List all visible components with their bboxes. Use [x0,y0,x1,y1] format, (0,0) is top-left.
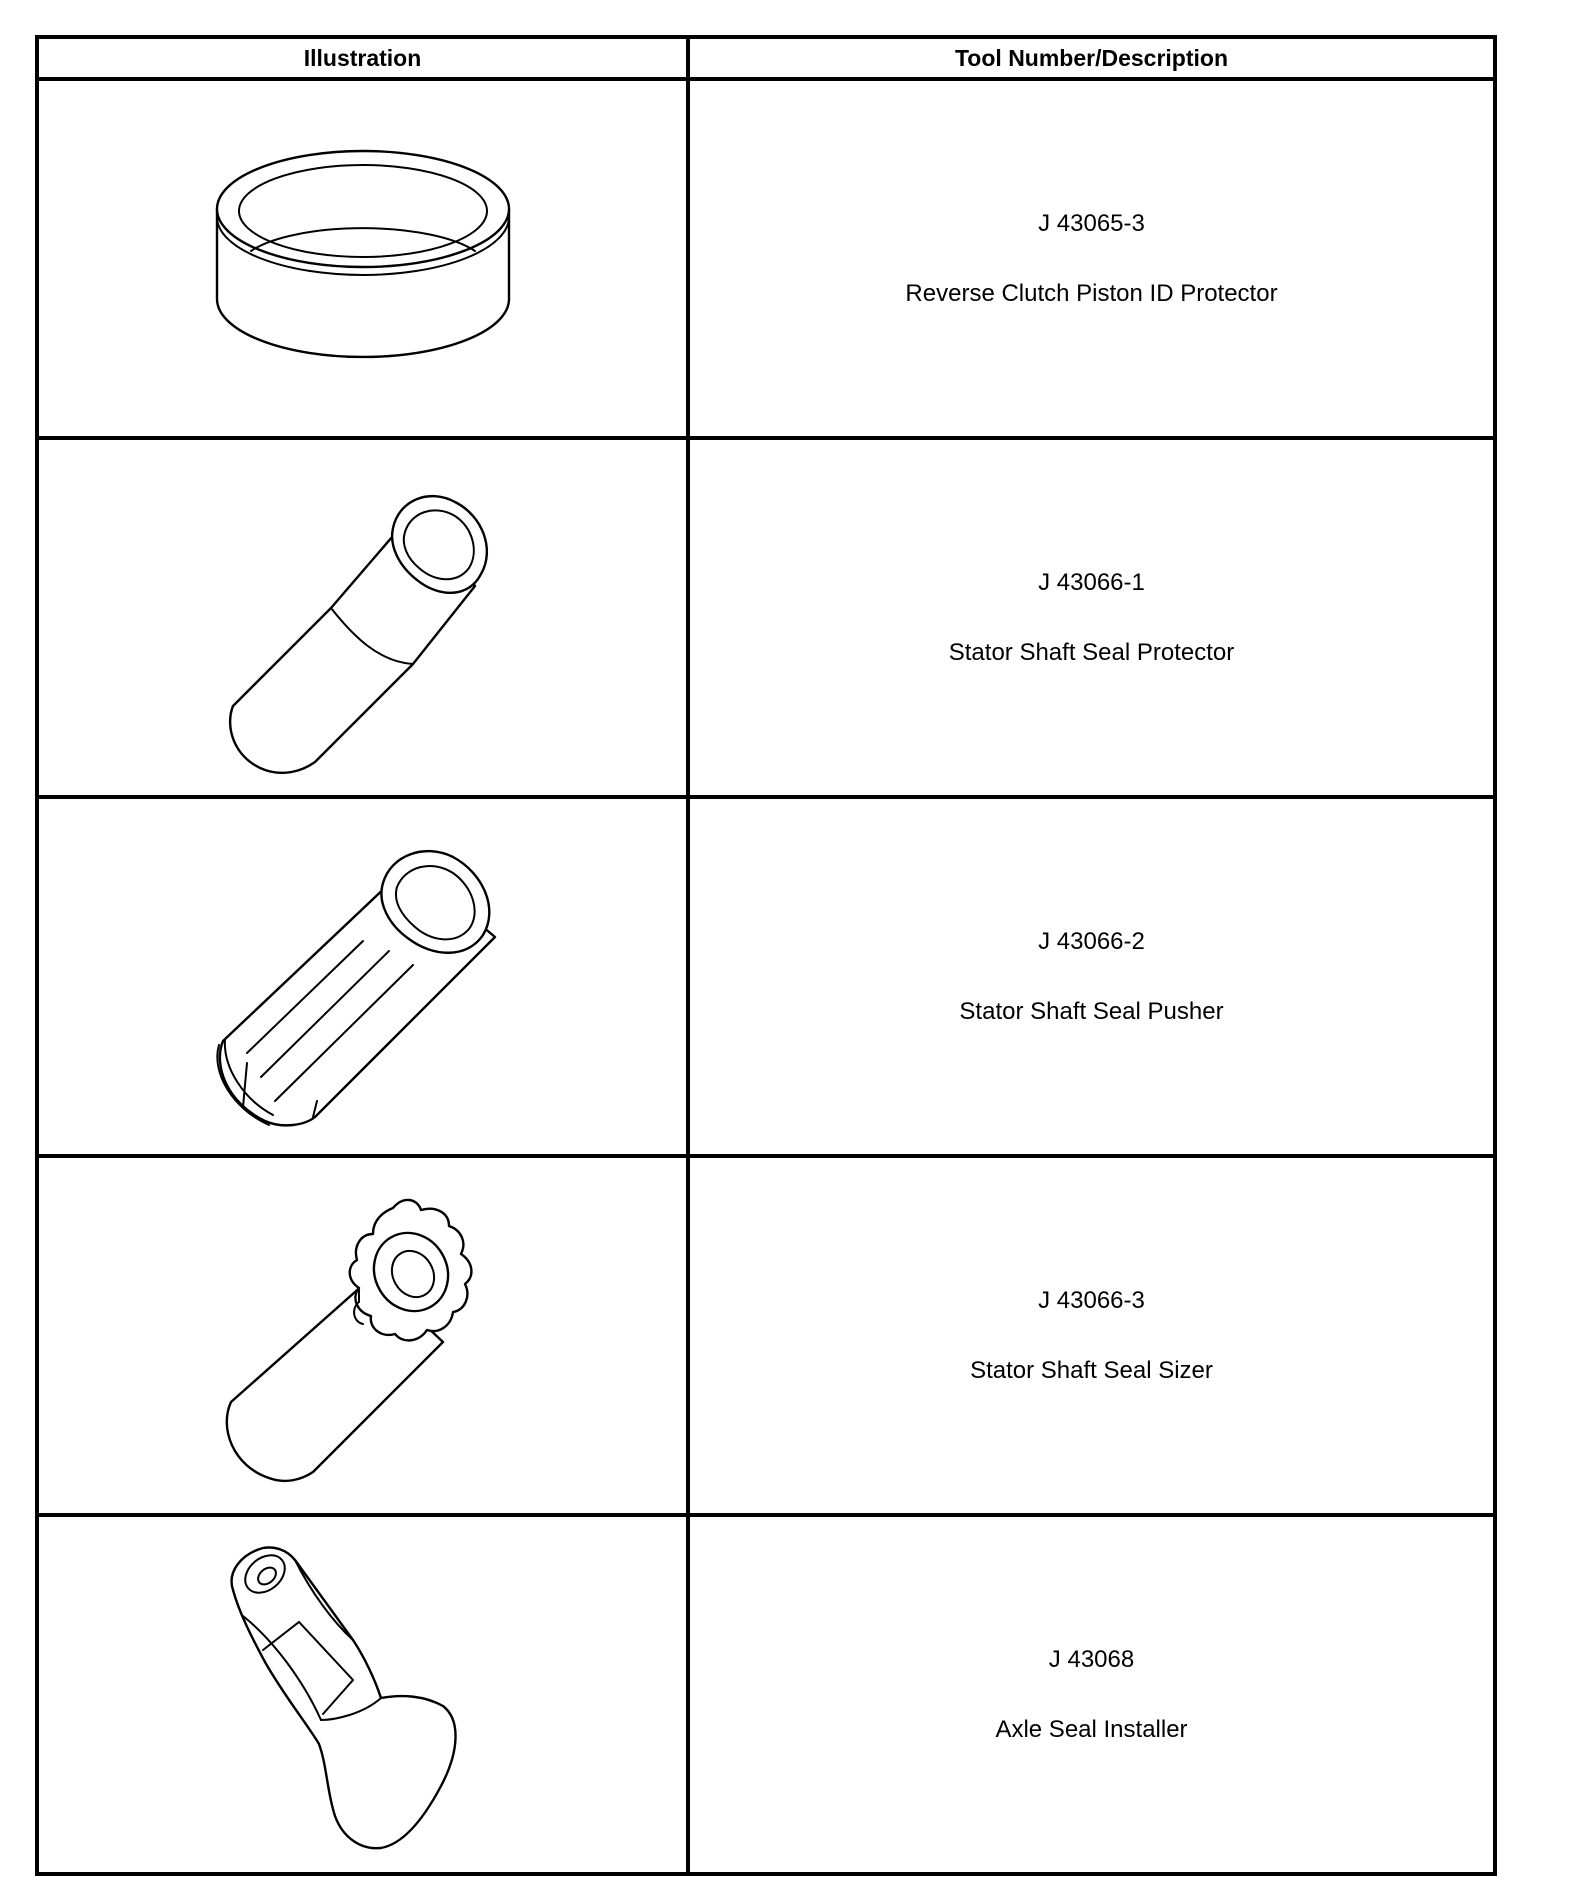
illustration-cell [35,77,690,440]
ring-protector-icon [215,149,510,358]
tool-number: J 43066-2 [1038,927,1145,955]
illustration-cell [35,436,690,799]
tool-number: J 43068 [1048,1645,1135,1673]
illustration-cell [35,795,690,1158]
description-cell: J 43066-2 Stator Shaft Seal Pusher [686,795,1497,1158]
tool-number: J 43066-3 [1038,1286,1145,1314]
header-row: Illustration Tool Number/Description [35,35,1497,81]
tool-number: J 43065-3 [1038,209,1145,237]
tapered-sleeve-icon [228,494,488,774]
tool-description: Stator Shaft Seal Protector [948,638,1235,666]
table-row: J 43066-3 Stator Shaft Seal Sizer [35,1154,1497,1517]
description-cell: J 43066-3 Stator Shaft Seal Sizer [686,1154,1497,1517]
table-row: J 43066-2 Stator Shaft Seal Pusher [35,795,1497,1158]
fluted-sleeve-icon [216,849,496,1127]
illustration-cell [35,1154,690,1517]
table-row: J 43066-1 Stator Shaft Seal Protector [35,436,1497,799]
illustration-cell [35,1513,690,1876]
table-row: J 43068 Axle Seal Installer [35,1513,1497,1876]
description-cell: J 43068 Axle Seal Installer [686,1513,1497,1876]
header-tool-number-description: Tool Number/Description [686,35,1497,81]
description-cell: J 43065-3 Reverse Clutch Piston ID Prote… [686,77,1497,440]
splined-sleeve-icon [225,1198,472,1482]
description-cell: J 43066-1 Stator Shaft Seal Protector [686,436,1497,799]
tool-description: Reverse Clutch Piston ID Protector [905,279,1278,307]
tool-description: Stator Shaft Seal Pusher [959,997,1224,1025]
tool-description: Stator Shaft Seal Sizer [970,1356,1213,1384]
tool-description: Axle Seal Installer [995,1715,1188,1743]
table-row: J 43065-3 Reverse Clutch Piston ID Prote… [35,77,1497,440]
special-tools-table: Illustration Tool Number/Description J 4… [35,35,1497,1876]
handle-installer-icon [230,1545,457,1849]
header-illustration: Illustration [35,35,690,81]
tool-number: J 43066-1 [1038,568,1145,596]
